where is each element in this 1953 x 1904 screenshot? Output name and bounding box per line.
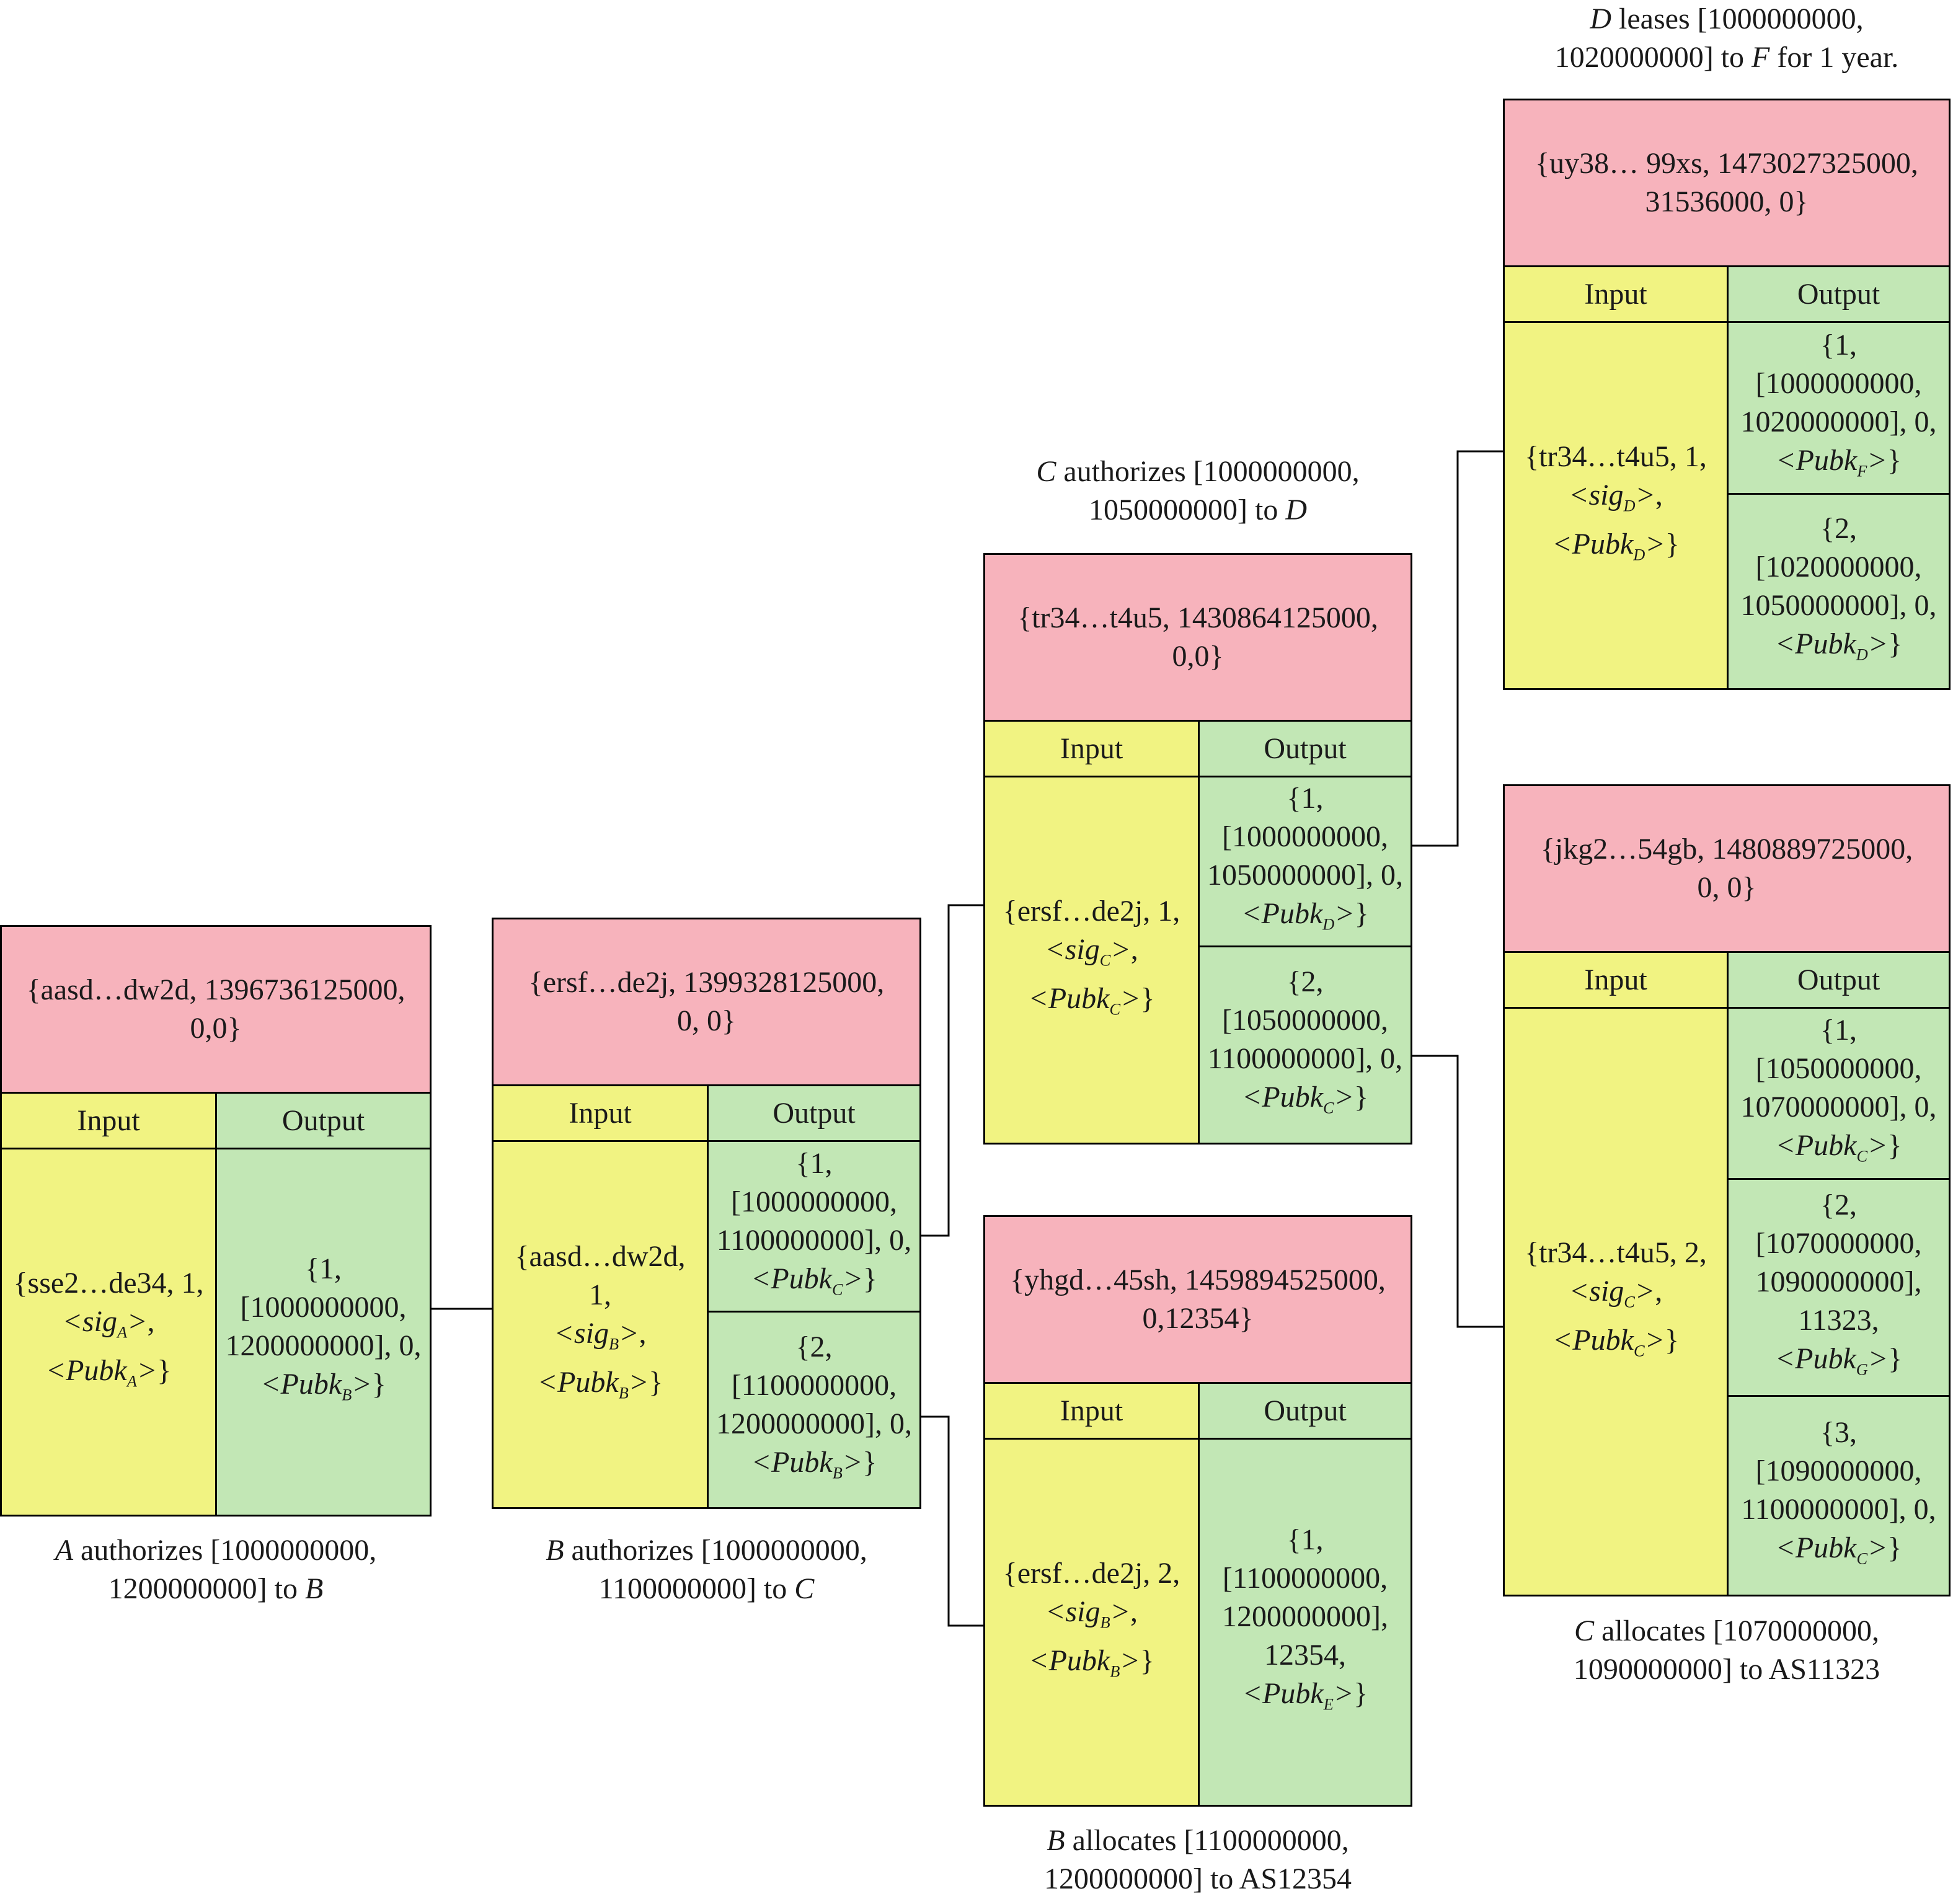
output-cell: {2,[1100000000,1200000000], 0,<PubkB>} — [709, 1313, 919, 1507]
transaction-box-jkg2: {jkg2…54gb, 1480889725000,0, 0} Input Ou… — [1503, 784, 1951, 1596]
transaction-header: {uy38… 99xs, 1473027325000,31536000, 0} — [1505, 100, 1949, 267]
output-label: Output — [217, 1094, 430, 1149]
output-cell: {1,[1100000000,1200000000],12354,<PubkE>… — [1200, 1440, 1410, 1805]
output-cell: {3,[1090000000,1100000000], 0,<PubkC>} — [1729, 1397, 1949, 1595]
transaction-box-yhgd: {yhgd…45sh, 1459894525000,0,12354} Input… — [983, 1215, 1412, 1807]
output-label: Output — [1729, 267, 1949, 323]
input-cell: {ersf…de2j, 1,<sigC>,<PubkC>} — [985, 777, 1200, 1143]
transaction-box-ersf: {ersf…de2j, 1399328125000,0, 0} Input Ou… — [492, 918, 921, 1509]
output-cell: {2,[1050000000,1100000000], 0,<PubkC>} — [1200, 947, 1410, 1143]
input-cell: {ersf…de2j, 2,<sigB>,<PubkB>} — [985, 1440, 1200, 1805]
input-cell: {tr34…t4u5, 1,<sigD>,<PubkD>} — [1505, 323, 1729, 688]
output-label: Output — [709, 1086, 919, 1142]
output-label: Output — [1200, 1384, 1410, 1440]
input-label: Input — [1505, 267, 1729, 323]
output-cell: {1,[1050000000,1070000000], 0,<PubkC>} — [1729, 1009, 1949, 1180]
transaction-header: {ersf…de2j, 1399328125000,0, 0} — [494, 919, 919, 1086]
transaction-box-tr34: {tr34…t4u5, 1430864125000,0,0} Input Out… — [983, 553, 1412, 1145]
input-label: Input — [985, 1384, 1200, 1440]
transaction-caption: D leases [1000000000,1020000000] to F fo… — [1554, 2, 1899, 74]
output-cell: {1,[1000000000,1100000000], 0,<PubkC>} — [709, 1142, 919, 1313]
output-cell: {2,[1070000000,1090000000],11323,<PubkG>… — [1729, 1180, 1949, 1397]
output-cell: {2,[1020000000,1050000000], 0,<PubkD>} — [1729, 495, 1949, 688]
transaction-caption: A authorizes [1000000000,1200000000] to … — [55, 1534, 377, 1605]
connector-t3-t6 — [1411, 1055, 1503, 1328]
output-label: Output — [1729, 953, 1949, 1009]
transaction-caption: B authorizes [1000000000,1100000000] to … — [546, 1534, 867, 1605]
input-label: Input — [1505, 953, 1729, 1009]
transaction-caption: C authorizes [1000000000,1050000000] to … — [1036, 455, 1360, 526]
connector-t2-t3 — [920, 904, 983, 1237]
input-label: Input — [494, 1086, 709, 1142]
connector-t3-t5 — [1411, 450, 1503, 847]
output-label: Output — [1200, 722, 1410, 777]
input-label: Input — [985, 722, 1200, 777]
input-cell: {sse2…de34, 1,<sigA>,<PubkA>} — [2, 1149, 217, 1515]
output-cell: {1,[1000000000,1200000000], 0,<PubkB>} — [217, 1149, 430, 1515]
input-cell: {aasd…dw2d,1,<sigB>,<PubkB>} — [494, 1142, 709, 1507]
transaction-caption: B allocates [1100000000,1200000000] to A… — [1043, 1824, 1352, 1895]
transaction-box-uy38: {uy38… 99xs, 1473027325000,31536000, 0} … — [1503, 99, 1951, 690]
transaction-header: {yhgd…45sh, 1459894525000,0,12354} — [985, 1217, 1410, 1384]
connector-t2-t4 — [920, 1415, 983, 1627]
output-cell: {1,[1000000000,1020000000], 0,<PubkF>} — [1729, 323, 1949, 495]
transaction-header: {aasd…dw2d, 1396736125000,0,0} — [2, 927, 430, 1094]
transaction-caption: C allocates [1070000000,1090000000] to A… — [1573, 1614, 1880, 1686]
transaction-box-aasd: {aasd…dw2d, 1396736125000,0,0} Input Out… — [0, 925, 432, 1517]
transaction-header: {tr34…t4u5, 1430864125000,0,0} — [985, 555, 1410, 722]
input-label: Input — [2, 1094, 217, 1149]
transaction-header: {jkg2…54gb, 1480889725000,0, 0} — [1505, 786, 1949, 953]
input-cell: {tr34…t4u5, 2,<sigC>,<PubkC>} — [1505, 1009, 1729, 1595]
output-cell: {1,[1000000000,1050000000], 0,<PubkD>} — [1200, 777, 1410, 947]
